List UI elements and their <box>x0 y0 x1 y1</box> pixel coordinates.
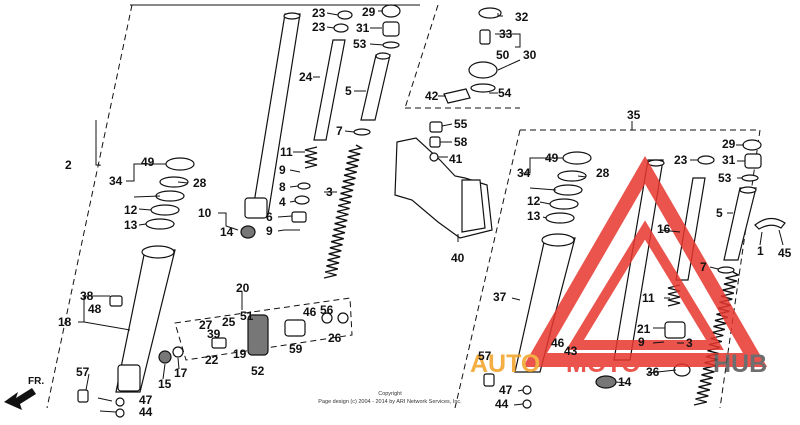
part-number-label: 42 <box>425 89 439 103</box>
part-number-label: 52 <box>251 364 265 378</box>
part-number-label: 21 <box>637 322 651 336</box>
part-number-label: 55 <box>454 117 468 131</box>
part-number-label: 14 <box>618 375 632 389</box>
part-number-label: 5 <box>716 206 723 220</box>
part-number-label: 51 <box>240 309 254 323</box>
part-number-label: 30 <box>523 48 537 62</box>
part-number-label: 22 <box>205 353 219 367</box>
part-number-label: 50 <box>496 48 510 62</box>
part-number-label: 53 <box>353 37 367 51</box>
part-number-label: 19 <box>233 347 247 361</box>
part-number-label: 34 <box>517 166 531 180</box>
part-number-label: 13 <box>527 209 541 223</box>
front-label: FR. <box>28 376 44 387</box>
part-number-label: 32 <box>515 10 529 24</box>
part-number-label: 44 <box>495 397 509 411</box>
part-number-label: 45 <box>778 246 792 260</box>
part-number-label: 46 <box>303 305 317 319</box>
part-number-label: 9 <box>638 335 645 349</box>
part-number-label: 29 <box>722 137 736 151</box>
part-number-label: 47 <box>139 393 153 407</box>
part-number-label: 26 <box>328 331 342 345</box>
part-number-label: 3 <box>326 185 333 199</box>
left-fork-assembly <box>77 4 401 418</box>
leader-lines <box>78 10 784 413</box>
part-number-label: 9 <box>279 163 286 177</box>
part-number-label: 7 <box>336 124 343 138</box>
part-number-label: 20 <box>236 281 250 295</box>
part-number-label: 44 <box>139 405 153 419</box>
part-number-label: 53 <box>718 171 732 185</box>
part-number-label: 57 <box>76 365 90 379</box>
part-number-label: 1 <box>757 244 764 258</box>
part-number-label: 31 <box>356 21 370 35</box>
part-number-label: 33 <box>499 27 513 41</box>
part-number-label: 27 <box>199 318 213 332</box>
part-number-label: 40 <box>451 251 465 265</box>
watermark-moto: MOTO <box>566 350 641 378</box>
part-number-label: 12 <box>527 194 541 208</box>
part-number-label: 58 <box>454 135 468 149</box>
part-number-label: 23 <box>312 20 326 34</box>
part-number-label: 10 <box>198 206 212 220</box>
part-number-label: 43 <box>564 344 578 358</box>
part-number-label: 48 <box>88 302 102 316</box>
part-number-label: 15 <box>158 377 172 391</box>
part-number-label: 3 <box>686 336 693 350</box>
part-number-label: 39 <box>207 327 221 341</box>
part-number-label: 11 <box>280 145 293 159</box>
part-number-label: 23 <box>312 6 326 20</box>
part-number-label: 23 <box>674 153 688 167</box>
part-number-label: 13 <box>124 218 138 232</box>
part-number-label: 49 <box>545 151 559 165</box>
part-number-label: 12 <box>124 203 138 217</box>
part-number-label: 11 <box>642 291 655 305</box>
part-number-label: 35 <box>627 108 641 122</box>
watermark-auto: AUTO <box>470 350 540 378</box>
part-number-label: 29 <box>362 5 376 19</box>
part-number-label: 41 <box>449 152 463 166</box>
part-number-label: 24 <box>299 70 313 84</box>
part-number-label: 7 <box>700 260 707 274</box>
front-direction-arrow: FR. <box>4 376 44 410</box>
copyright-notice: Page design (c) 2004 - 2014 by ARI Netwo… <box>318 399 462 405</box>
center-assembly <box>394 7 502 239</box>
part-number-label: 37 <box>493 290 507 304</box>
part-number-label: 46 <box>551 336 565 350</box>
part-number-label: 25 <box>222 315 236 329</box>
part-number-label: 2 <box>65 158 72 172</box>
part-number-label: 34 <box>109 174 123 188</box>
part-number-label: 56 <box>320 303 334 317</box>
part-number-label: 31 <box>722 153 736 167</box>
right-fork-assembly <box>483 139 786 409</box>
watermark-logo: AUTO MOTO HUB <box>470 156 767 378</box>
part-number-label: 8 <box>279 180 286 194</box>
part-number-label: 38 <box>80 289 94 303</box>
part-number-label: 28 <box>193 176 207 190</box>
watermark-hub: HUB <box>713 350 767 378</box>
part-number-label: 18 <box>58 315 72 329</box>
part-number-label: 36 <box>646 365 660 379</box>
part-number-label: 49 <box>141 155 155 169</box>
part-number-label: 16 <box>657 222 671 236</box>
part-number-label: 4 <box>279 195 286 209</box>
part-number-label: 57 <box>478 349 492 363</box>
part-number-label: 14 <box>220 225 234 239</box>
part-number-label: 59 <box>289 342 303 356</box>
part-number-label: 5 <box>345 84 352 98</box>
part-number-label: 28 <box>596 166 610 180</box>
part-number-label: 9 <box>266 224 273 238</box>
part-number-label: 54 <box>498 86 512 100</box>
part-number-label: 47 <box>499 383 513 397</box>
copyright-heading: Copyright <box>378 391 402 397</box>
part-number-label: 6 <box>266 210 273 224</box>
part-number-label: 17 <box>174 366 188 380</box>
